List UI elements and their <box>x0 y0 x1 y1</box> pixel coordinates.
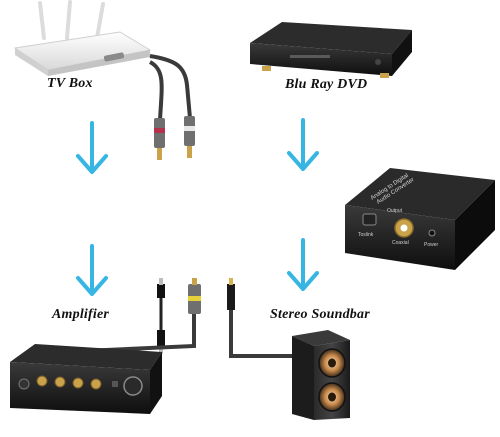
flow-arrows <box>76 118 319 296</box>
arrow-down-icon <box>287 118 319 171</box>
converter-port-coaxial: Coaxial <box>392 240 409 246</box>
converter-port-power: Power <box>424 242 439 248</box>
tv-box-device <box>13 0 152 76</box>
converter-port-toslink: Toslink <box>358 232 374 238</box>
arrow-down-icon <box>76 121 108 174</box>
speaker-device <box>292 330 350 420</box>
blu-ray-label: Blu Ray DVD <box>285 77 368 92</box>
tv-box-label: TV Box <box>47 76 93 91</box>
amplifier-device <box>10 344 162 414</box>
output-cables <box>61 278 292 358</box>
amplifier-label: Amplifier <box>52 307 110 322</box>
arrow-down-icon <box>287 238 319 291</box>
converter-output-label: Output <box>387 208 403 214</box>
audio-converter-device: Analog to Digital Audio Converter Output… <box>345 168 495 270</box>
soundbar-label: Stereo Soundbar <box>270 307 370 322</box>
rca-cable <box>148 54 195 160</box>
blu-ray-player-device <box>250 22 412 78</box>
arrow-down-icon <box>76 244 108 296</box>
